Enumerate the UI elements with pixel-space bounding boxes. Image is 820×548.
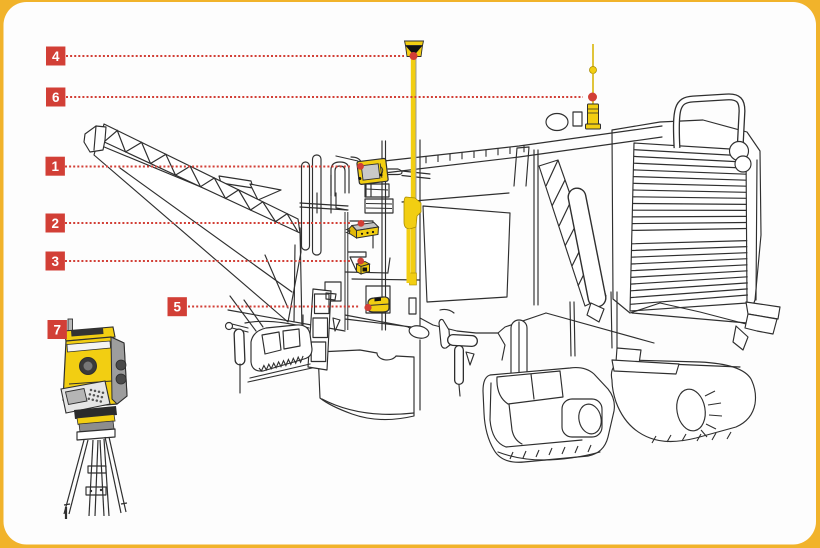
svg-text:7: 7 [53, 322, 61, 337]
svg-text:4: 4 [52, 49, 60, 64]
svg-text:6: 6 [52, 90, 60, 105]
svg-text:5: 5 [173, 300, 181, 315]
svg-text:1: 1 [51, 159, 59, 174]
svg-text:2: 2 [51, 216, 59, 231]
svg-text:3: 3 [51, 254, 59, 269]
